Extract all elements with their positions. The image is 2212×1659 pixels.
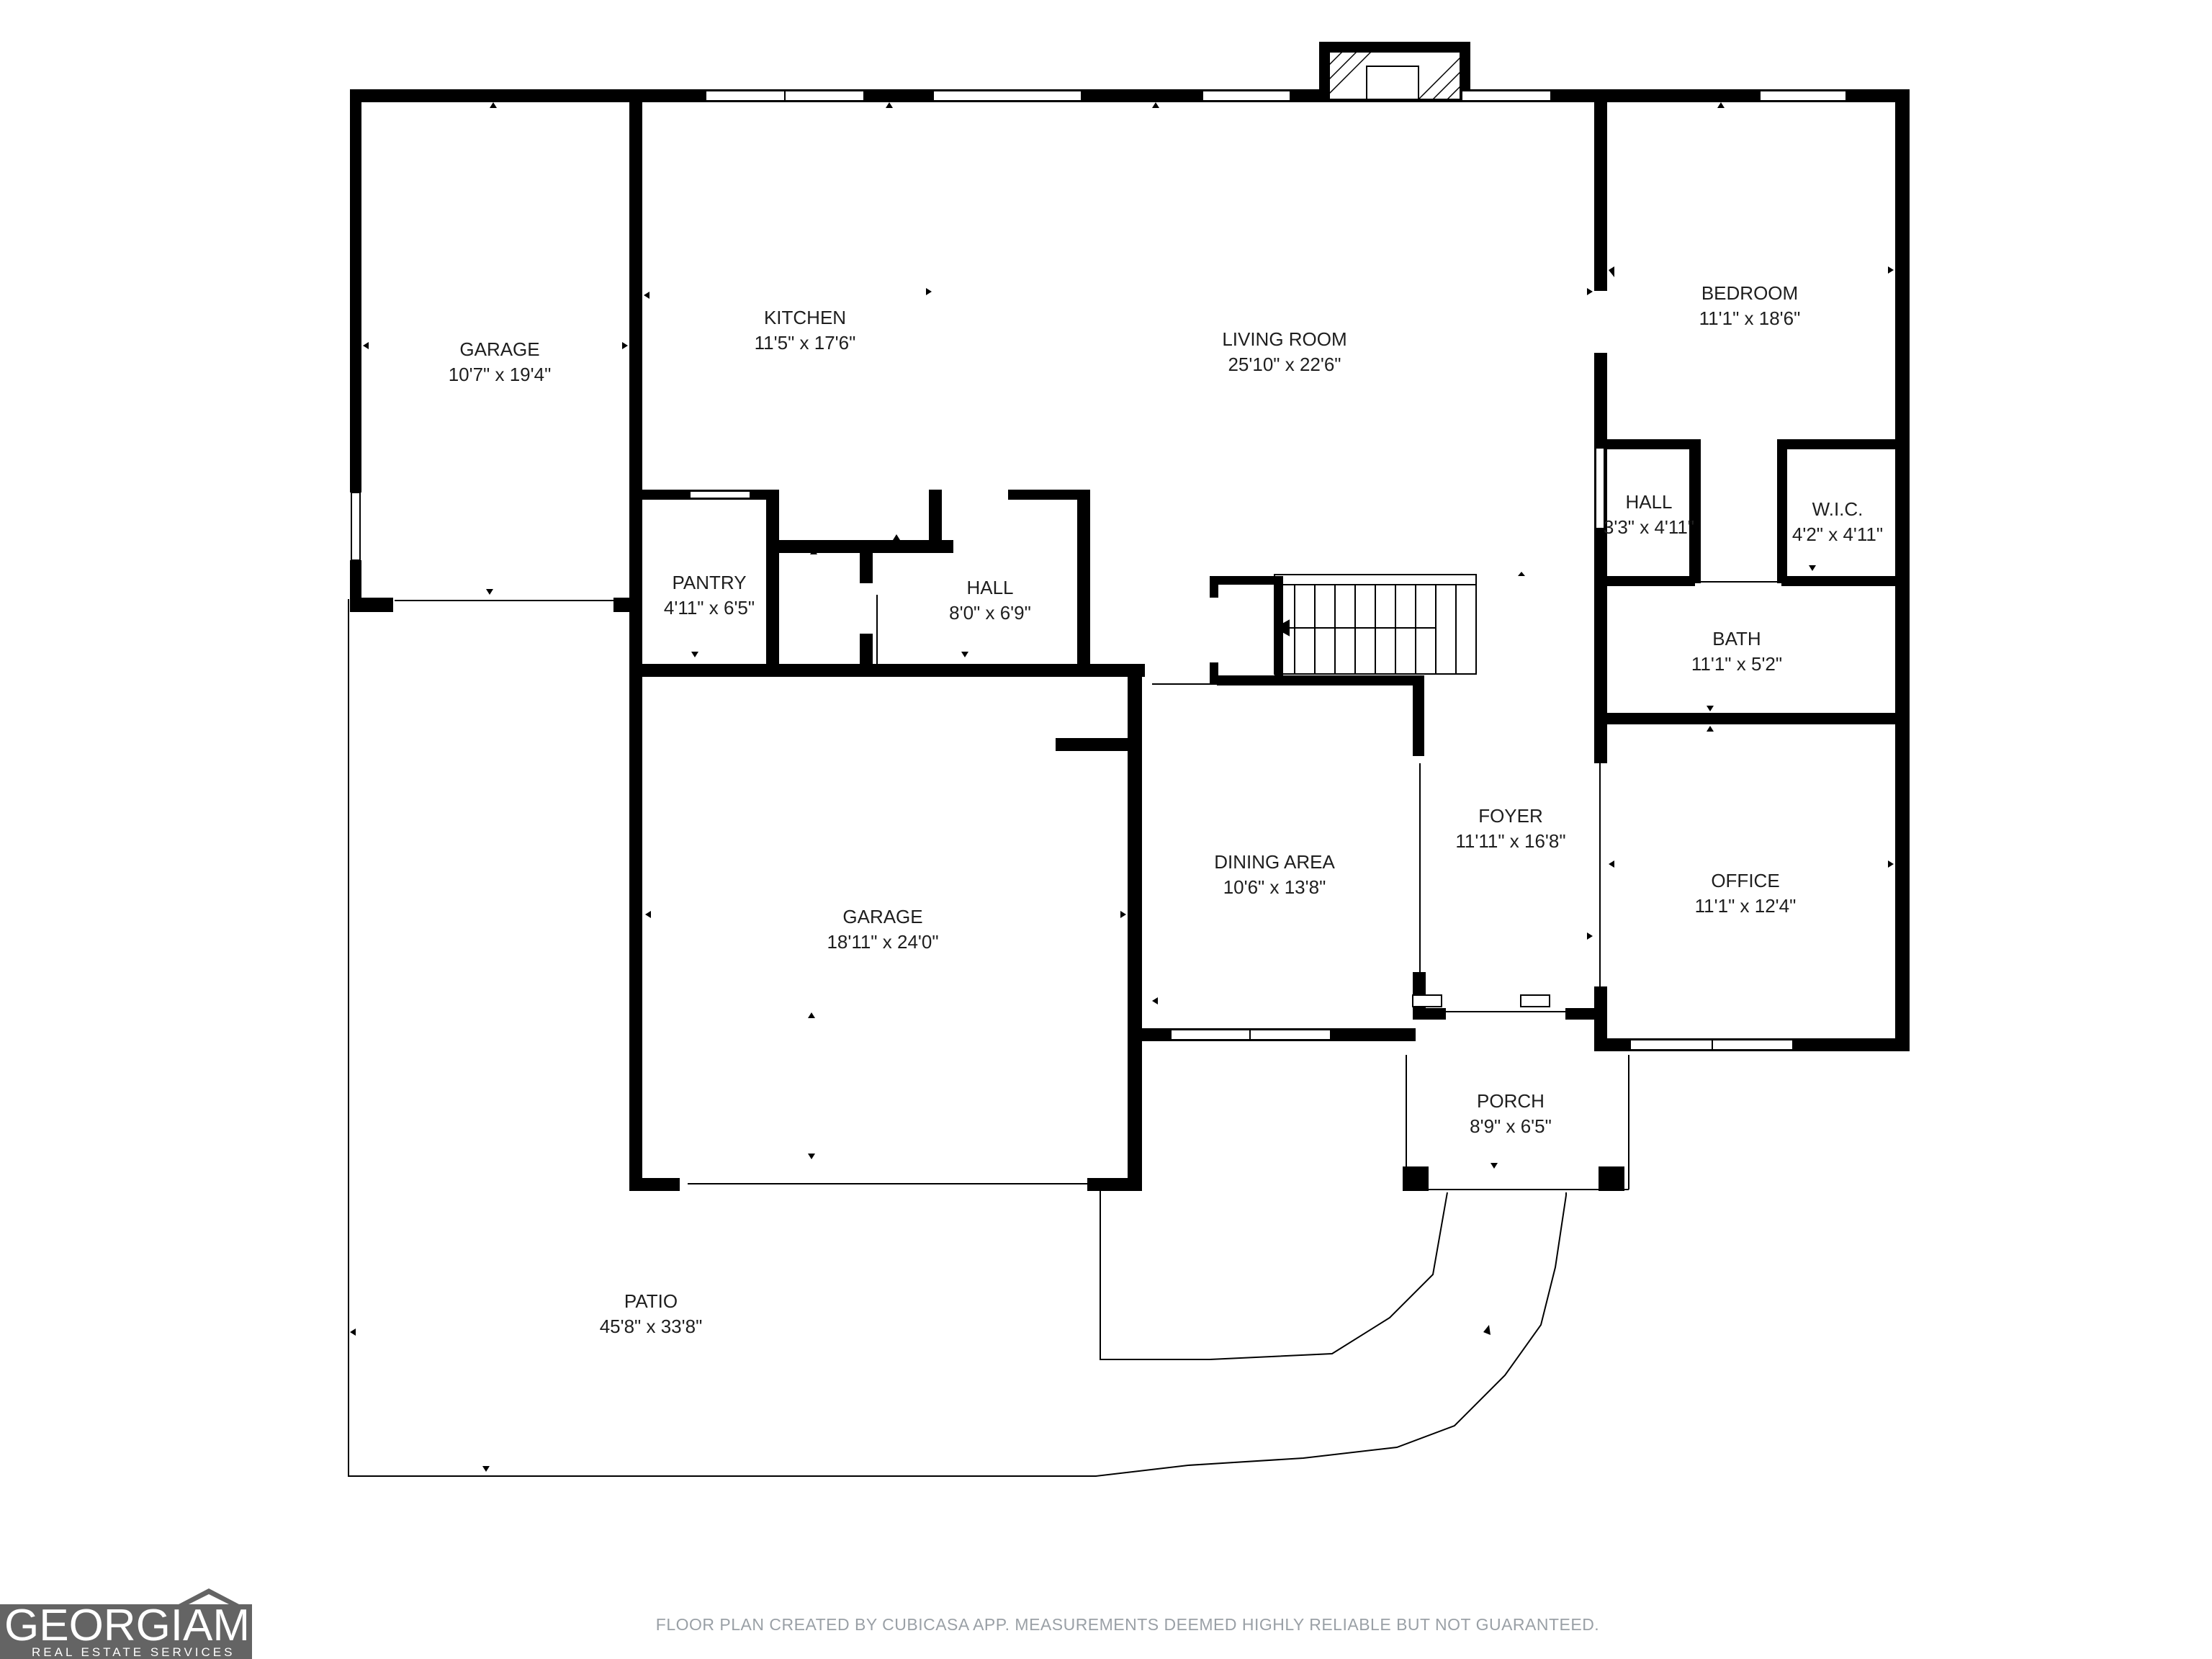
- wic-name: W.I.C.: [1812, 498, 1863, 520]
- patio-dims: 45'8" x 33'8": [600, 1316, 703, 1337]
- room-labels: GARAGE 10'7" x 19'4" KITCHEN 11'5" x 17'…: [449, 282, 1883, 1337]
- footer-disclaimer: FLOOR PLAN CREATED BY CUBICASA APP. MEAS…: [656, 1615, 1599, 1634]
- stairs: [1274, 574, 1477, 675]
- hall-center-name: HALL: [966, 577, 1013, 598]
- georgiamls-logo: GEORGIAMLS REAL ESTATE SERVICES: [0, 1588, 305, 1659]
- garage-large-dims: 18'11" x 24'0": [827, 931, 938, 953]
- logo-subtext: REAL ESTATE SERVICES: [32, 1645, 235, 1659]
- dining-area-name: DINING AREA: [1214, 851, 1335, 873]
- office-name: OFFICE: [1711, 870, 1779, 891]
- kitchen-name: KITCHEN: [764, 307, 846, 328]
- pantry-name: PANTRY: [672, 572, 746, 593]
- logo-text: GEORGIAMLS: [4, 1601, 305, 1650]
- porch-posts: [1403, 1166, 1624, 1191]
- windows: [351, 90, 1847, 1051]
- garage-small-dims: 10'7" x 19'4": [449, 364, 552, 385]
- wic-dims: 4'2" x 4'11": [1792, 523, 1883, 545]
- walls: [350, 42, 1910, 1191]
- dimension-markers: [350, 102, 1894, 1472]
- patio-outline: [348, 599, 1567, 1477]
- bath-dims: 11'1" x 5'2": [1691, 653, 1782, 675]
- porch-dims: 8'9" x 6'5": [1470, 1115, 1552, 1137]
- kitchen-dims: 11'5" x 17'6": [755, 332, 856, 354]
- living-room-dims: 25'10" x 22'6": [1228, 354, 1341, 375]
- garage-large-name: GARAGE: [842, 906, 922, 927]
- living-room-name: LIVING ROOM: [1222, 328, 1346, 350]
- fireplace: [1328, 51, 1461, 100]
- bedroom-dims: 11'1" x 18'6": [1699, 307, 1801, 329]
- thin-lines: [352, 475, 1779, 1184]
- pantry-dims: 4'11" x 6'5": [664, 597, 755, 619]
- hall-small-name: HALL: [1625, 491, 1672, 513]
- patio-name: PATIO: [624, 1290, 678, 1312]
- bedroom-name: BEDROOM: [1701, 282, 1798, 304]
- dining-area-dims: 10'6" x 13'8": [1223, 876, 1326, 898]
- office-dims: 11'1" x 12'4": [1695, 895, 1797, 917]
- bath-name: BATH: [1712, 628, 1761, 649]
- porch-name: PORCH: [1477, 1090, 1545, 1112]
- foyer-dims: 11'11" x 16'8": [1455, 830, 1565, 852]
- hall-small-dims: 3'3" x 4'11": [1604, 516, 1694, 538]
- hall-center-dims: 8'0" x 6'9": [949, 602, 1031, 624]
- foyer-name: FOYER: [1478, 805, 1543, 827]
- garage-small-name: GARAGE: [459, 338, 539, 360]
